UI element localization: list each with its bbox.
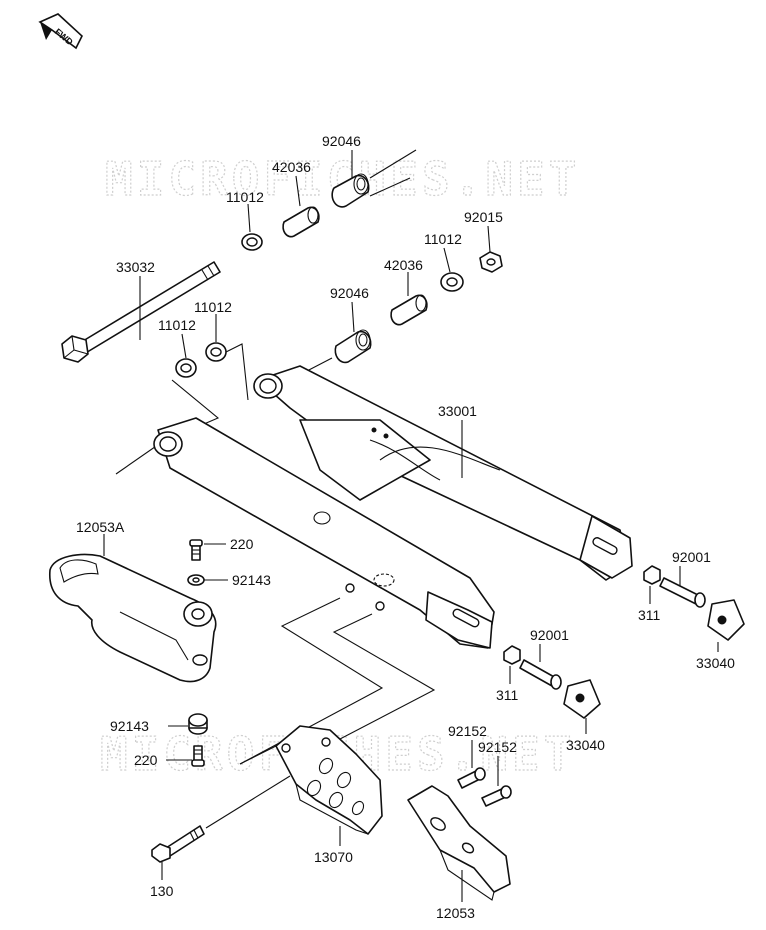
label-92001-mid: 92001 [530,627,569,643]
label-33032: 33032 [116,259,155,275]
bolt-92001-right [659,577,706,608]
seal-11012-top [241,233,263,251]
nut-92015 [479,251,503,273]
label-12053A: 12053A [76,519,125,535]
chain-guide-13070 [275,725,383,835]
label-42036-mid: 42036 [384,257,423,273]
label-92152-b: 92152 [478,739,517,755]
screw-220-bottom [191,745,205,767]
label-92046-mid: 92046 [330,285,369,301]
plate-33040-right [707,599,745,641]
label-311-mid: 311 [496,687,519,703]
label-311-right: 311 [638,607,661,623]
pin-92152-a [457,767,486,789]
bearing-92046-mid [334,329,372,364]
pin-92152-b [481,785,512,807]
swingarm-33001 [153,365,633,649]
label-92143-bottom: 92143 [110,718,149,734]
chain-guide-12053 [407,785,511,901]
nut-311-right [643,565,661,585]
collar-92143-bottom [188,713,208,735]
bearing-92046-top [331,173,370,208]
label-13070: 13070 [314,849,353,865]
chain-slider-12053A [49,553,217,683]
seal-11012-left-a [175,358,197,378]
pivot-shaft-33032 [61,261,221,363]
collar-42036-top [282,206,320,238]
screw-220-top [189,539,203,561]
label-11012-top: 11012 [226,189,264,205]
label-92015: 92015 [464,209,503,225]
label-92046-top: 92046 [322,133,361,149]
label-92143-top: 92143 [232,572,271,588]
nut-311-mid [503,645,521,665]
label-92152-a: 92152 [448,723,487,739]
washer-92143-top [187,574,205,586]
bolt-130 [151,825,205,863]
label-33040-right: 33040 [696,655,735,671]
bolt-92001-mid [519,659,562,690]
label-42036-top: 42036 [272,159,311,175]
label-11012-right: 11012 [424,231,462,247]
label-12053: 12053 [436,905,475,921]
label-33001: 33001 [438,403,477,419]
label-220-top: 220 [230,536,254,552]
collar-42036-mid [390,294,428,326]
label-33040-mid: 33040 [566,737,605,753]
label-220-bottom: 220 [134,752,158,768]
label-92001-right: 92001 [672,549,711,565]
plate-33040-mid [563,679,601,719]
seal-11012-left-b [205,342,227,362]
seal-11012-right [440,272,464,292]
label-11012-left-b: 11012 [194,299,232,315]
label-130: 130 [150,883,174,899]
label-11012-left-a: 11012 [158,317,196,333]
fwd-arrow-icon: FWD [38,13,83,50]
